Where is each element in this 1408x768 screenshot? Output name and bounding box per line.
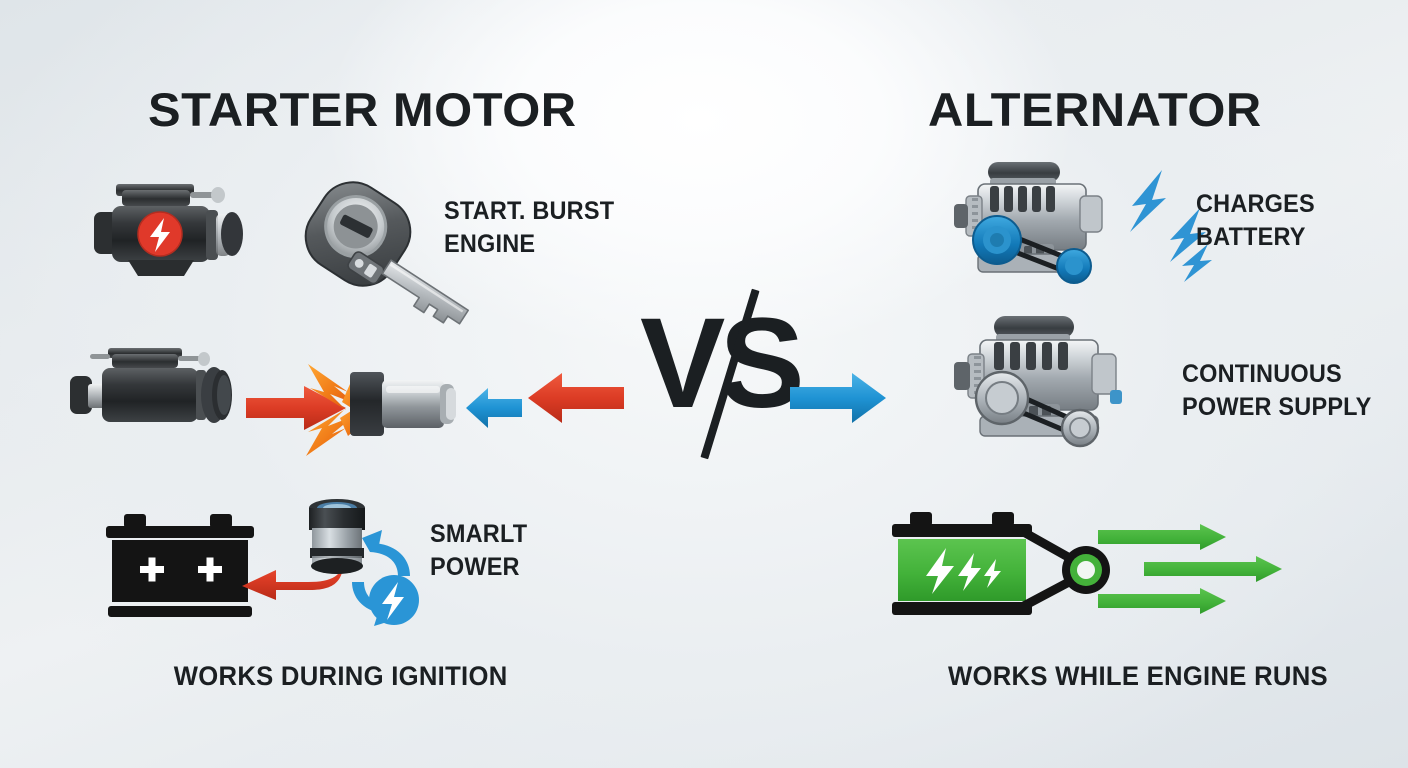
engine-gray-pulley-icon bbox=[950, 312, 1140, 452]
red-arrow-right-icon bbox=[246, 386, 346, 430]
red-arrow-left-icon bbox=[528, 373, 624, 423]
blue-arrow-right-icon bbox=[790, 373, 886, 423]
solenoid-cylinder-icon bbox=[304, 498, 370, 582]
right-row2-label: CONTINUOUS POWER SUPPLY bbox=[1182, 360, 1372, 421]
starter-motor-icon bbox=[72, 168, 252, 286]
battery-black-icon bbox=[106, 514, 256, 620]
battery-green-icon bbox=[888, 512, 1158, 624]
green-arrows-icon bbox=[1098, 524, 1288, 614]
car-key-icon bbox=[296, 181, 496, 362]
blue-cycle-arrows-icon bbox=[334, 528, 430, 628]
blue-arrow-left-small-icon bbox=[466, 388, 522, 428]
vs-divider: VS bbox=[640, 288, 805, 470]
engine-blue-pulley-icon bbox=[950, 160, 1140, 290]
right-column-title: ALTERNATOR bbox=[928, 83, 1262, 136]
left-row1-label: START. BURST ENGINE bbox=[444, 197, 615, 258]
left-column-title: STARTER MOTOR bbox=[148, 83, 577, 136]
starter-motor-engage-icon bbox=[64, 340, 244, 448]
pinion-cylinder-icon bbox=[350, 368, 462, 440]
right-row1-label: CHARGES BATTERY bbox=[1196, 190, 1315, 251]
left-row3-label: SMARLT POWER bbox=[430, 520, 528, 581]
blue-lightning-bolts-icon bbox=[1126, 170, 1214, 282]
red-arrow-left-curved-icon bbox=[240, 552, 344, 600]
left-column-caption: WORKS DURING IGNITION bbox=[173, 661, 508, 691]
right-column-caption: WORKS WHILE ENGINE RUNS bbox=[947, 661, 1328, 691]
